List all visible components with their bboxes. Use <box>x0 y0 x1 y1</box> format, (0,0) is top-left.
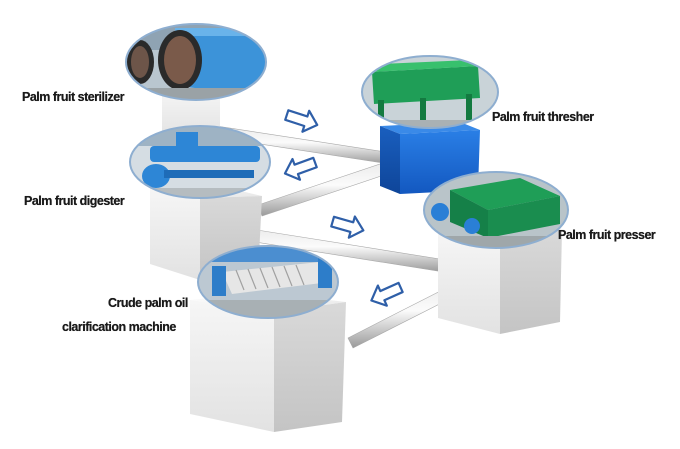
label-clarification-line2: clarification machine <box>62 320 176 334</box>
arrow-right-icon <box>330 215 365 239</box>
arrow-left-icon <box>370 281 404 307</box>
presser-photo <box>423 171 569 249</box>
flow-arrows <box>283 109 404 307</box>
pipe-thresher-digester <box>257 159 397 217</box>
sterilizer-photo <box>125 23 267 101</box>
arrow-right-icon <box>284 109 319 133</box>
label-thresher: Palm fruit thresher <box>492 110 594 124</box>
label-clarification-line1: Crude palm oil <box>108 296 188 310</box>
label-sterilizer: Palm fruit sterilizer <box>22 90 125 104</box>
label-presser: Palm fruit presser <box>558 228 656 242</box>
arrow-left-icon <box>283 156 318 181</box>
clarification-photo <box>197 245 339 319</box>
thresher-photo <box>361 55 499 129</box>
box-presser <box>438 222 562 334</box>
pipes <box>207 124 469 349</box>
digester-photo <box>129 125 271 199</box>
label-digester: Palm fruit digester <box>24 194 125 208</box>
